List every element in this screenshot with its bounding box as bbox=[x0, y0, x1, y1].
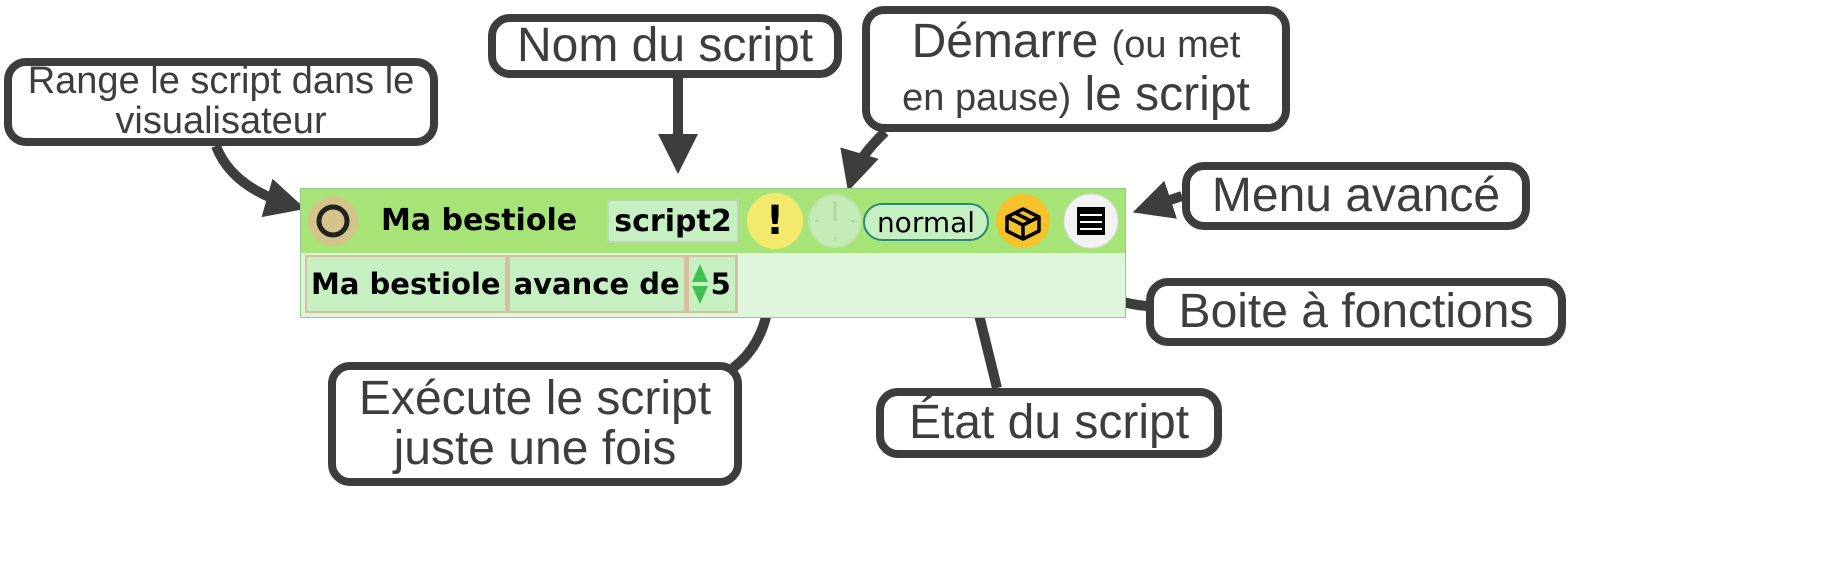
statement-verb-tile[interactable]: avance de bbox=[507, 255, 687, 313]
script-editor: Ma bestiole script2 ! normal bbox=[300, 188, 1126, 318]
menu-icon[interactable] bbox=[1063, 193, 1119, 249]
statement-value-tile[interactable]: 5 bbox=[686, 255, 738, 313]
callout-range: Range le script dans le visualisateur bbox=[4, 58, 438, 146]
arrow-range bbox=[211, 144, 306, 218]
callout-etat: État du script bbox=[876, 388, 1222, 458]
arrow-demarre bbox=[840, 128, 889, 192]
exclamation-icon[interactable]: ! bbox=[747, 193, 803, 249]
callout-execute: Exécute le script juste une fois bbox=[328, 362, 742, 486]
arrow-menu bbox=[1132, 180, 1184, 219]
statement-object-tile[interactable]: Ma bestiole bbox=[305, 255, 508, 313]
callout-boite: Boite à fonctions bbox=[1146, 278, 1566, 346]
script-status[interactable]: normal bbox=[863, 203, 989, 241]
callout-menu: Menu avancé bbox=[1182, 162, 1530, 230]
script-name-field[interactable]: script2 bbox=[607, 199, 739, 243]
callout-nom: Nom du script bbox=[488, 14, 842, 78]
script-header: Ma bestiole script2 ! normal bbox=[301, 189, 1125, 253]
circle-icon[interactable] bbox=[307, 195, 359, 247]
script-owner: Ma bestiole bbox=[381, 203, 578, 238]
clock-icon[interactable] bbox=[807, 193, 863, 249]
arrows-updown-icon[interactable] bbox=[691, 262, 709, 306]
cube-icon[interactable] bbox=[995, 193, 1051, 249]
callout-demarre: Démarre (ou met en pause) le script bbox=[862, 6, 1290, 132]
script-statement: Ma bestiole avance de 5 bbox=[305, 255, 738, 313]
